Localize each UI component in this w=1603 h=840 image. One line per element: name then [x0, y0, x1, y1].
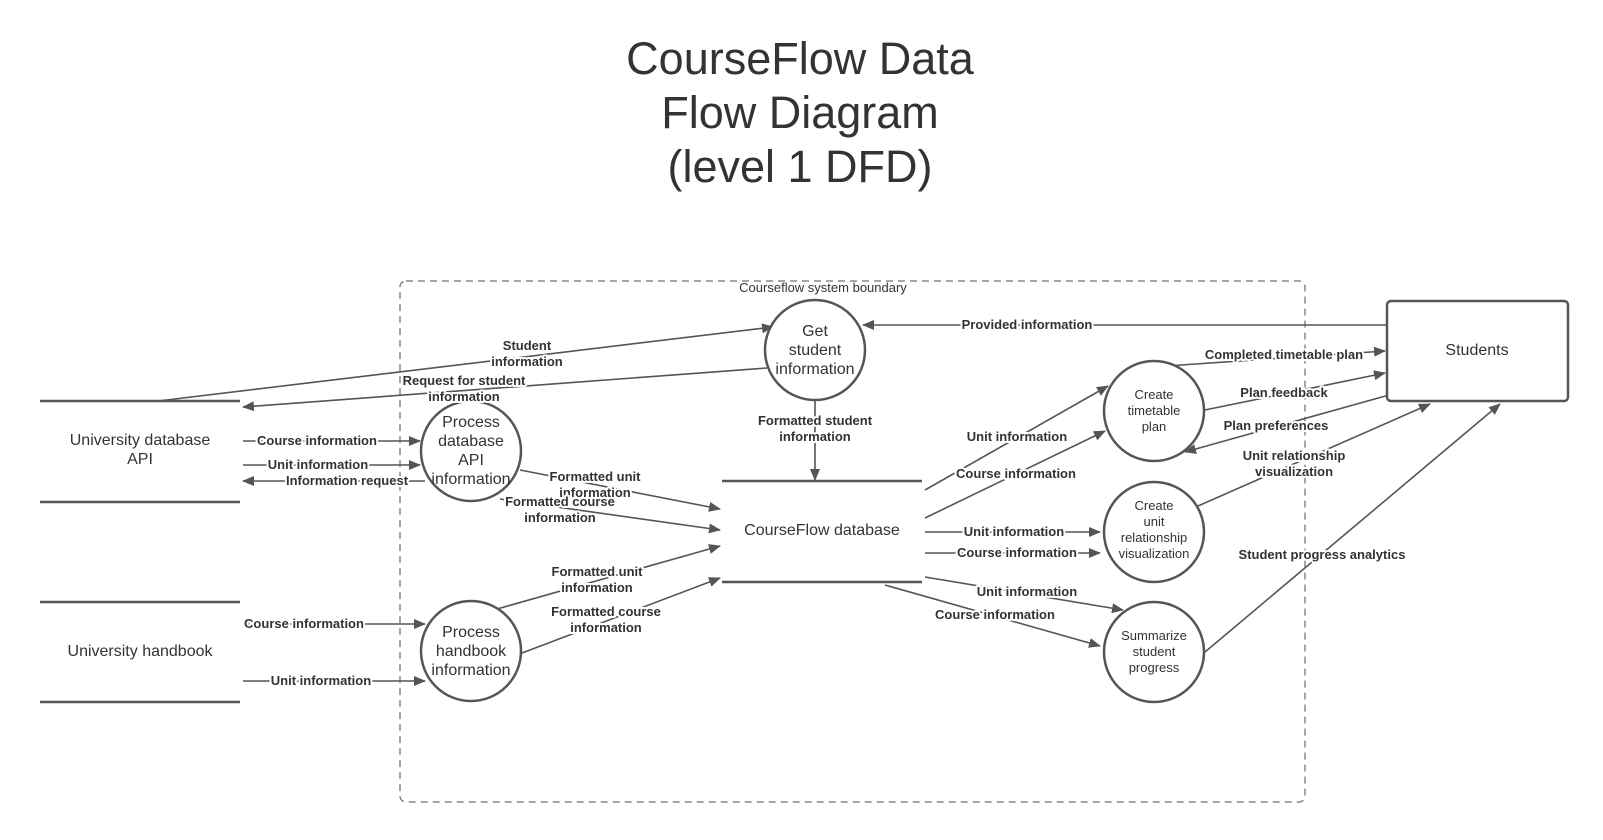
flow-line-sp-course-info: [884, 584, 1101, 648]
flow-line-plan-feedback: [1199, 370, 1386, 412]
flow-label-fmt-unit-2-a: Formatted unit: [552, 564, 644, 579]
flow-label-tt-course-info: Course information: [956, 466, 1076, 481]
store-courseflow-db: CourseFlow database: [722, 479, 922, 584]
flow-label-db-info-request: Information request: [286, 473, 409, 488]
flow-label-fmt-course-1-b: information: [524, 510, 596, 525]
flow-line-fmt-unit-2: [496, 544, 721, 610]
title-line-1: CourseFlow Data: [626, 33, 974, 84]
store-courseflow-db-label: CourseFlow database: [744, 522, 900, 539]
process-handbook-line1: Process: [442, 624, 500, 641]
flow-label-fmt-course-2-b: information: [570, 620, 642, 635]
flow-label-student-info-2: information: [491, 354, 563, 369]
flow-label-student-info-1: Student: [503, 338, 552, 353]
flow-label-progress-analytics: Student progress analytics: [1239, 547, 1406, 562]
store-university-db-api-line2: API: [127, 451, 153, 468]
title-line-2: Flow Diagram: [661, 87, 939, 138]
flow-label-fmt-unit-1-a: Formatted unit: [550, 469, 642, 484]
process-handbook-line2: handbook: [436, 643, 507, 660]
flow-label-plan-preferences: Plan preferences: [1224, 418, 1329, 433]
flow-label-completed-plan: Completed timetable plan: [1205, 347, 1363, 362]
process-summarize-line2: student: [1133, 644, 1176, 659]
flow-line-fmt-course-2: [521, 577, 721, 654]
flow-label-plan-feedback: Plan feedback: [1240, 385, 1328, 400]
process-create-unit-relationship: Create unit relationship visualization: [1102, 480, 1206, 584]
flow-lines: [157, 320, 1501, 686]
flow-label-fmt-course-1-a: Formatted course: [505, 494, 615, 509]
process-timetable-line3: plan: [1142, 419, 1167, 434]
flow-label-sp-course-info: Course information: [935, 607, 1055, 622]
system-boundary: [399, 280, 1306, 803]
flow-line-completed-plan: [1151, 346, 1386, 368]
flow-label-hb-course-info: Course information: [244, 616, 364, 631]
flow-label-unit-rel-vis-1: Unit relationship: [1243, 448, 1346, 463]
flow-label-fmt-unit-2-b: information: [561, 580, 633, 595]
process-summarize-line3: progress: [1129, 660, 1180, 675]
process-db-line2: database: [438, 433, 504, 450]
store-university-db-api-line1: University database: [70, 432, 211, 449]
store-university-handbook: University handbook: [40, 600, 240, 704]
store-university-handbook-label: University handbook: [68, 643, 214, 660]
flow-line-student-info: [157, 323, 774, 402]
entity-students: Students: [1385, 299, 1570, 403]
flow-label-formatted-student-info-2: information: [779, 429, 851, 444]
process-db-line4: information: [431, 471, 510, 488]
flow-label-sp-unit-info: Unit information: [977, 584, 1077, 599]
process-summarize-progress: Summarize student progress: [1102, 600, 1206, 704]
entity-students-label: Students: [1445, 342, 1508, 359]
process-unit-rel-line4: visualization: [1119, 546, 1190, 561]
process-db-line3: API: [458, 452, 484, 469]
flow-label-provided-info: Provided information: [962, 317, 1093, 332]
process-get-student-line1: Get: [802, 323, 828, 340]
flow-label-tt-unit-info: Unit information: [967, 429, 1067, 444]
process-handbook-line3: information: [431, 662, 510, 679]
flow-label-db-unit-info: Unit information: [268, 457, 368, 472]
process-unit-rel-line1: Create: [1134, 498, 1173, 513]
process-unit-rel-line2: unit: [1144, 514, 1165, 529]
flow-line-sp-unit-info: [924, 576, 1124, 614]
store-university-db-api: University database API: [40, 399, 240, 504]
flow-label-db-course-info: Course information: [257, 433, 377, 448]
flow-label-formatted-student-info-1: Formatted student: [758, 413, 873, 428]
process-get-student-line2: student: [789, 342, 842, 359]
flow-line-fmt-course-1: [499, 498, 721, 534]
flow-label-ur-unit-info: Unit information: [964, 524, 1064, 539]
flow-line-tt-course-info: [924, 430, 1106, 519]
flow-label-fmt-unit-1-b: information: [559, 485, 631, 500]
process-get-student-line3: information: [775, 361, 854, 378]
diagram-title: CourseFlow Data Flow Diagram (level 1 DF…: [560, 32, 1040, 194]
flow-line-tt-unit-info: [924, 385, 1109, 491]
process-create-timetable-plan: Create timetable plan: [1102, 359, 1206, 463]
flow-label-hb-unit-info: Unit information: [271, 673, 371, 688]
process-handbook-info: Process handbook information: [419, 599, 523, 703]
process-get-student-info: Get student information: [763, 298, 867, 402]
flow-line-plan-preferences: [1184, 394, 1390, 454]
process-timetable-line2: timetable: [1128, 403, 1181, 418]
flow-line-fmt-unit-1: [519, 469, 721, 512]
process-summarize-line1: Summarize: [1121, 628, 1187, 643]
flow-label-request-student-info-1: Request for student: [403, 373, 526, 388]
title-line-3: (level 1 DFD): [667, 141, 933, 192]
flow-label-request-student-info-2: information: [428, 389, 500, 404]
process-database-api-info: Process database API information: [419, 399, 523, 503]
flow-line-request-student-info: [242, 367, 768, 412]
flow-line-progress-analytics: [1204, 403, 1501, 653]
process-unit-rel-line3: relationship: [1121, 530, 1188, 545]
system-boundary-label: Courseflow system boundary: [739, 280, 907, 295]
process-timetable-line1: Create: [1134, 387, 1173, 402]
process-db-line1: Process: [442, 414, 500, 431]
flow-line-unit-rel-vis: [1197, 403, 1431, 507]
flow-label-fmt-course-2-a: Formatted course: [551, 604, 661, 619]
flow-label-ur-course-info: Course information: [957, 545, 1077, 560]
flow-label-unit-rel-vis-2: visualization: [1255, 464, 1333, 479]
